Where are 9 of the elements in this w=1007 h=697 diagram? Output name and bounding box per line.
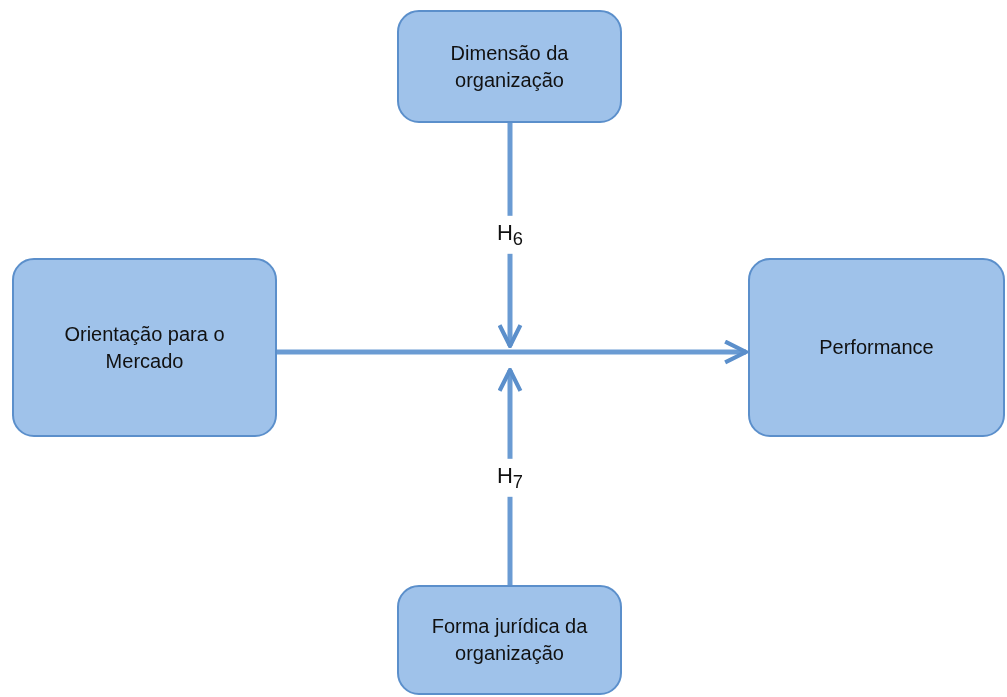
rounded-box <box>397 585 622 695</box>
arrow <box>277 339 749 365</box>
node-label: Forma jurídica da organização <box>430 614 589 666</box>
rounded-box <box>12 258 277 437</box>
node-label: Dimensão da organização <box>449 40 570 93</box>
node-label: Performance <box>818 335 935 360</box>
node-label: Orientação para o Mercado <box>63 321 226 374</box>
rounded-box <box>748 258 1005 437</box>
rounded-box <box>397 10 622 123</box>
